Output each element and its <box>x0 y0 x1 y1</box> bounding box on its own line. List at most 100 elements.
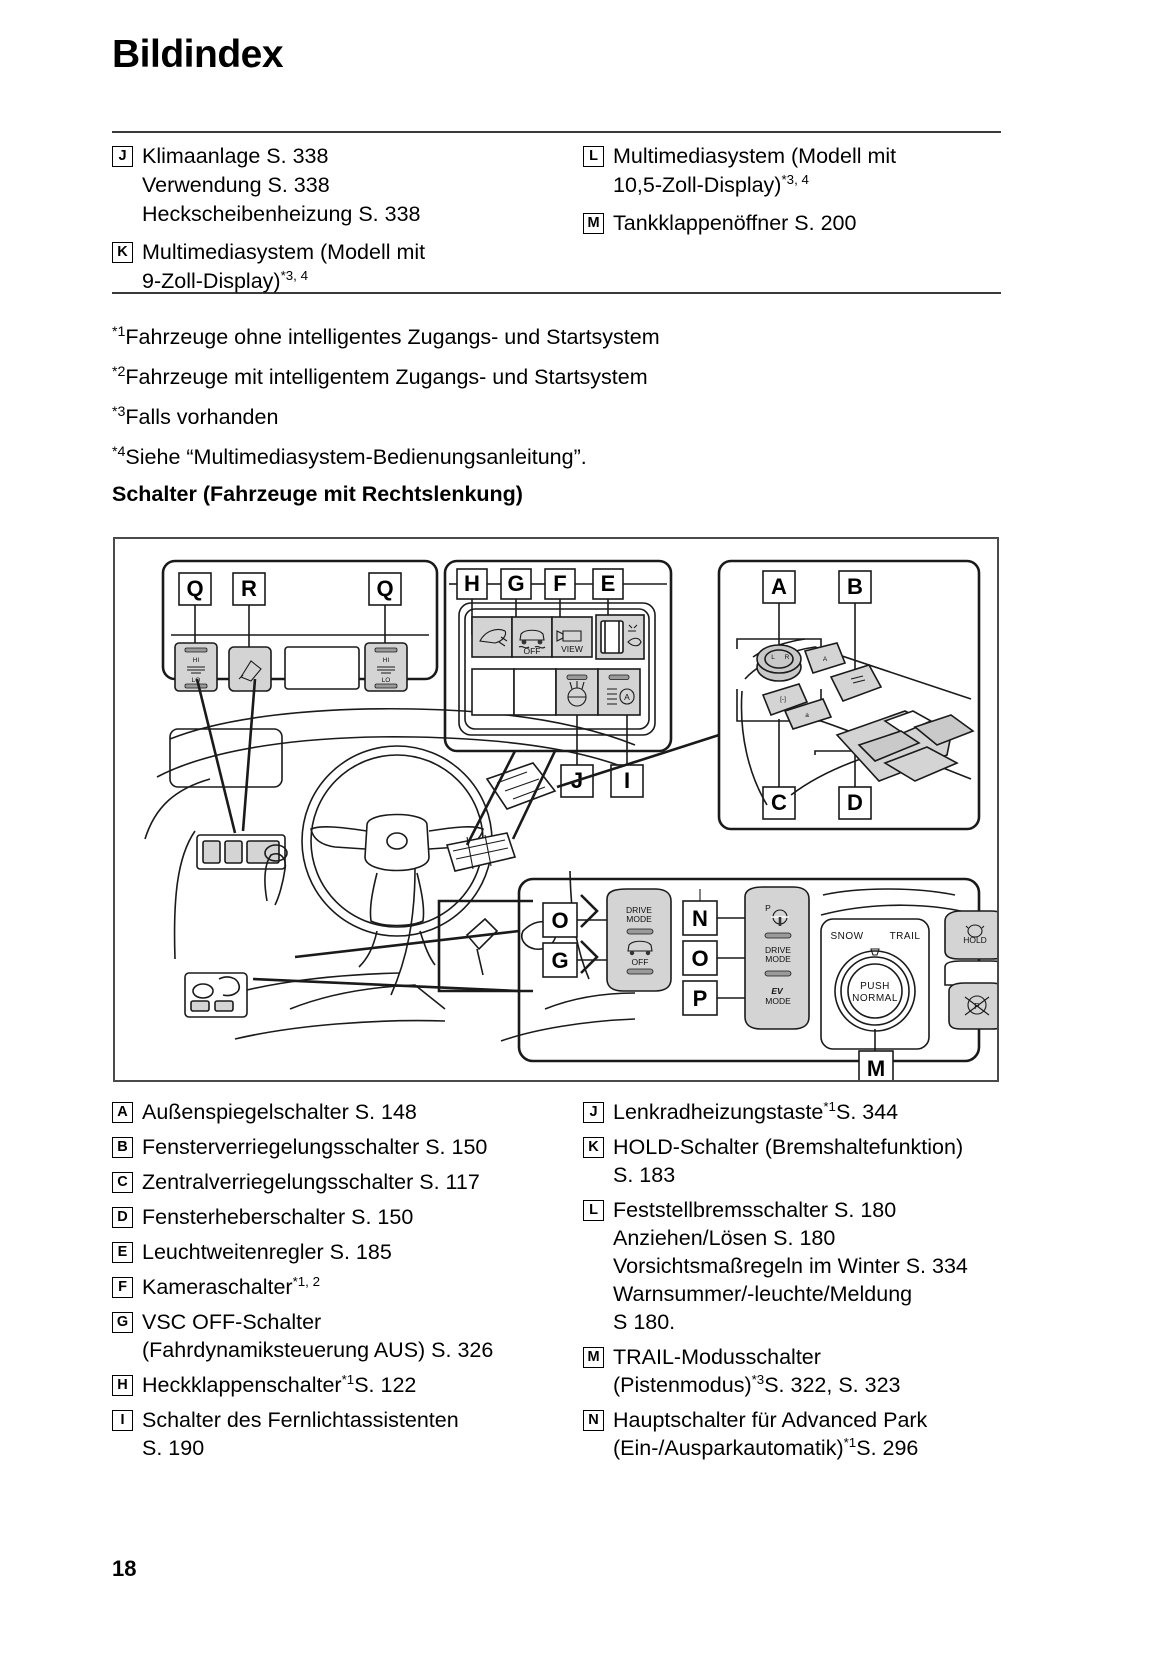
callout-label-g1: G <box>507 571 524 596</box>
section-heading: Schalter (Fahrzeuge mit Rechtslenkung) <box>112 482 523 506</box>
footnote-marker: *1, 2 <box>292 1273 320 1289</box>
index-item-l-line-2: 10,5-Zoll-Display)*3, 4 <box>613 171 809 197</box>
svg-text:[-]: [-] <box>780 696 786 703</box>
callout-label-i: I <box>624 768 630 793</box>
center-dash-switch-cluster <box>445 832 517 872</box>
index-item-m-text: Tankklappenöffner S. 200 <box>613 211 857 235</box>
callout-label-d: D <box>847 790 863 815</box>
legend-item-m-text: TRAIL-Modusschalter (Pistenmodus)*3S. 32… <box>613 1343 1013 1399</box>
tag-badge-k: K <box>112 242 133 263</box>
svg-text:HI: HI <box>193 657 200 664</box>
svg-text:LO: LO <box>382 677 391 684</box>
callout-panel-wiper-switches: Q R Q HI LO <box>161 559 439 834</box>
legend-item-g-line-1: VSC OFF-Schalter <box>142 1310 322 1334</box>
legend-item-g-text: VSC OFF-Schalter (Fahrdynamiksteuerung A… <box>142 1308 562 1364</box>
legend-item-b-text: Fensterverriegelungsschalter S. 150 <box>142 1135 488 1159</box>
legend-item-l-line-3: Vorsichtsmaßregeln im Winter S. 334 <box>613 1254 968 1278</box>
legend-item-i-line-2: S. 190 <box>142 1436 205 1460</box>
legend-item-i: I Schalter des Fernlichtassistenten S. 1… <box>112 1406 562 1462</box>
legend-item-l-line-4: Warnsummer/-leuchte/Meldung <box>613 1282 913 1306</box>
figure-illustration: .ln { fill:none; stroke:#1a1a1a; stroke-… <box>144 559 997 1080</box>
park-drive-ev-switch: P DRIVE MODE EV MODE <box>744 886 810 1030</box>
index-item-l: L Multimediasystem (Modell mit 10,5-Zoll… <box>583 142 1013 200</box>
tag-badge-n: N <box>583 1410 604 1431</box>
callout-label-n: N <box>692 906 708 931</box>
tag-badge-m: M <box>583 213 604 234</box>
index-item-k-line-1: Multimediasystem (Modell mit <box>142 240 426 264</box>
footnote-4-text: Siehe “Multimediasystem-Bedienungsanleit… <box>125 445 587 469</box>
left-dash-switch-cluster <box>196 834 286 870</box>
switch-row-bottom: A <box>471 668 641 716</box>
svg-text:OFF: OFF <box>524 646 541 656</box>
callout-label-h: H <box>464 571 480 596</box>
legend-item-c-text: Zentralverriegelungsschalter S. 117 <box>142 1170 480 1194</box>
footnote-marker: *3, 4 <box>781 171 809 187</box>
legend-item-m: M TRAIL-Modusschalter (Pistenmodus)*3S. … <box>583 1343 1013 1399</box>
svg-text:DRIVE: DRIVE <box>765 945 791 955</box>
callout-label-g2: G <box>551 948 568 973</box>
footnote-2-mark: *2 <box>112 363 126 380</box>
legend-item-f: F Kameraschalter*1, 2 <box>112 1273 562 1301</box>
legend-item-i-line-1: Schalter des Fernlichtassistenten <box>142 1408 459 1432</box>
index-item-j: J Klimaanlage S. 338 Verwendung S. 338 H… <box>112 142 572 229</box>
legend-item-j-text: Lenkradheizungstaste*1S. 344 <box>613 1098 899 1124</box>
svg-text:VIEW: VIEW <box>561 644 583 654</box>
footnote-3-text: Falls vorhanden <box>125 405 279 429</box>
callout-label-p: P <box>693 986 708 1011</box>
tag-badge-j2: J <box>583 1102 604 1123</box>
footnote-marker: *3 <box>751 1371 765 1387</box>
tag-badge-a: A <box>112 1102 133 1123</box>
rear-wiper-switch <box>228 646 272 692</box>
dial-label-snow: SNOW <box>830 931 863 942</box>
callout-panel-console-switches: O G DRIVE MODE OFF <box>252 877 997 1080</box>
tag-badge-i: I <box>112 1410 133 1431</box>
legend-item-f-text: Kameraschalter*1, 2 <box>142 1273 320 1299</box>
tag-badge-f: F <box>112 1277 133 1298</box>
legend-item-g-line-2: (Fahrdynamiksteuerung AUS) S. 326 <box>142 1338 494 1362</box>
index-item-j-text: Klimaanlage S. 338 Verwendung S. 338 Hec… <box>142 142 572 229</box>
tag-badge-l2: L <box>583 1200 604 1221</box>
footnote-marker: *3, 4 <box>280 267 308 283</box>
callout-panel-center-switches: H G F E <box>443 559 673 846</box>
callout-label-e: E <box>601 571 616 596</box>
callout-label-m: M <box>867 1056 885 1080</box>
legend-item-e-text: Leuchtweitenregler S. 185 <box>142 1240 392 1264</box>
wiper-switch-right: HI LO <box>364 642 408 692</box>
legend-item-h-text: Heckklappenschalter*1S. 122 <box>142 1371 417 1397</box>
index-item-l-line-1: Multimediasystem (Modell mit <box>613 144 897 168</box>
svg-text:LO: LO <box>192 677 201 684</box>
tag-badge-g: G <box>112 1312 133 1333</box>
index-top-left-column: J Klimaanlage S. 338 Verwendung S. 338 H… <box>112 142 572 305</box>
hold-parking-brake-switch: HOLD P <box>944 910 997 1030</box>
callout-label-q2: Q <box>376 576 393 601</box>
svg-text:A: A <box>823 656 828 663</box>
callout-panel-door-switches: A B C D <box>556 559 981 831</box>
callout-label-f: F <box>553 571 566 596</box>
footnote-marker: *1 <box>341 1371 355 1387</box>
switch-label-hold: HOLD <box>963 935 987 945</box>
callout-label-b: B <box>847 574 863 599</box>
callout-label-q1: Q <box>186 576 203 601</box>
footnote-2-text: Fahrzeuge mit intelligentem Zugangs- und… <box>125 365 648 389</box>
wiper-switch-left: HI LO <box>174 642 218 692</box>
legend-item-k-line-2: S. 183 <box>613 1163 676 1187</box>
tag-badge-c: C <box>112 1172 133 1193</box>
footnote-2: *2Fahrzeuge mit intelligentem Zugangs- u… <box>112 365 1002 390</box>
legend-item-m-line-1: TRAIL-Modusschalter <box>613 1345 821 1369</box>
footnote-1-mark: *1 <box>112 323 126 340</box>
callout-label-o2: O <box>691 946 708 971</box>
tag-badge-b: B <box>112 1137 133 1158</box>
legend-item-n-line-2: (Ein-/Ausparkautomatik)*1S. 296 <box>613 1434 919 1460</box>
index-top-right-column: L Multimediasystem (Modell mit 10,5-Zoll… <box>583 142 1013 247</box>
legend-item-d-text: Fensterheberschalter S. 150 <box>142 1205 414 1229</box>
index-item-j-line-3: Heckscheibenheizung S. 338 <box>142 202 421 226</box>
legend-item-n: N Hauptschalter für Advanced Park (Ein-/… <box>583 1406 1013 1462</box>
dashboard-illustration <box>144 707 644 1042</box>
svg-text:MODE: MODE <box>765 954 791 964</box>
legend-item-n-text: Hauptschalter für Advanced Park (Ein-/Au… <box>613 1406 1013 1462</box>
legend-item-g: G VSC OFF-Schalter (Fahrdynamiksteuerung… <box>112 1308 562 1364</box>
drive-mode-vsc-switch: DRIVE MODE OFF <box>606 888 672 992</box>
legend-item-k-line-1: HOLD-Schalter (Bremshaltefunktion) <box>613 1135 964 1159</box>
legend-item-l: L Feststellbremsschalter S. 180 Anziehen… <box>583 1196 1013 1336</box>
tag-badge-m2: M <box>583 1347 604 1368</box>
